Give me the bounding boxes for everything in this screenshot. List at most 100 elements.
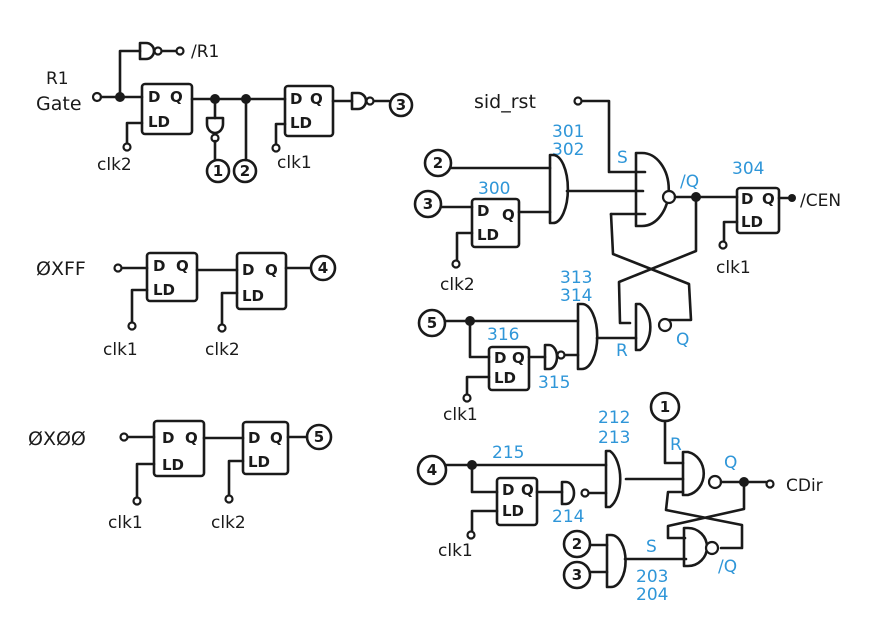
circuit-cdir-latch: 1 R 4 215 D Q LD clk1 214 212 213 Q CDir bbox=[416, 391, 823, 605]
wire bbox=[118, 49, 142, 99]
feedback-wire bbox=[664, 490, 744, 550]
and-label: 213 bbox=[598, 428, 630, 448]
clk2-pin[interactable] bbox=[224, 494, 234, 504]
inverter-gate bbox=[350, 91, 368, 111]
and-label: 314 bbox=[560, 286, 592, 306]
inverter-bubble bbox=[365, 96, 375, 106]
ff-ld-label: LD bbox=[741, 213, 763, 231]
sid-rst-label: sid_rst bbox=[474, 91, 536, 113]
ff-q-label: Q bbox=[185, 429, 198, 447]
and-label: 301 bbox=[552, 122, 584, 142]
wire-215-label: 215 bbox=[492, 443, 524, 463]
clk1-pin[interactable] bbox=[271, 143, 281, 153]
d-flipflop-300 bbox=[470, 197, 521, 249]
ff-d-label: D bbox=[248, 429, 260, 447]
ff-d-label: D bbox=[148, 88, 160, 106]
ff-d-label: D bbox=[494, 349, 506, 367]
wire bbox=[274, 122, 287, 146]
d-flipflop bbox=[140, 82, 194, 136]
d-flipflop bbox=[152, 419, 206, 478]
connector-label: 3 bbox=[572, 566, 582, 584]
and-label: 212 bbox=[598, 408, 630, 428]
and-gate-313 bbox=[576, 302, 599, 371]
wire bbox=[468, 319, 491, 359]
cdir-output-pin[interactable] bbox=[765, 479, 775, 489]
clk-label: clk2 bbox=[205, 340, 240, 360]
connector-label: 3 bbox=[423, 195, 433, 213]
connector-label: 4 bbox=[318, 259, 328, 277]
connector-label: 5 bbox=[427, 314, 437, 332]
connector-4 bbox=[416, 454, 448, 486]
ff-d-label: D bbox=[741, 190, 753, 208]
d-flipflop-316 bbox=[487, 345, 531, 392]
ff-ld-label: LD bbox=[153, 281, 175, 299]
0xff-input-pin[interactable] bbox=[113, 263, 123, 273]
inv-label: 214 bbox=[552, 507, 584, 527]
d-flipflop bbox=[145, 251, 199, 303]
connector-label: 2 bbox=[240, 162, 250, 180]
clk1-pin[interactable] bbox=[466, 530, 476, 540]
ff-ld-label: LD bbox=[494, 369, 516, 387]
connector-1 bbox=[205, 158, 231, 184]
ff-d-label: D bbox=[242, 261, 254, 279]
input-label-0xff: ØXFF bbox=[36, 258, 86, 280]
clk2-pin[interactable] bbox=[217, 323, 227, 333]
nand-bubble bbox=[661, 189, 677, 205]
clk-label: clk2 bbox=[211, 513, 246, 533]
qbar-label: /Q bbox=[680, 172, 699, 192]
connector-label: 1 bbox=[660, 398, 670, 416]
ff-ld-label: LD bbox=[477, 226, 499, 244]
ff-ld-label: LD bbox=[502, 502, 524, 520]
clk2-pin[interactable] bbox=[451, 259, 461, 269]
inv-label: 315 bbox=[538, 373, 570, 393]
inverter-gate-214 bbox=[560, 480, 576, 506]
clk-label: clk1 bbox=[716, 258, 751, 278]
connector-2 bbox=[232, 158, 258, 184]
ff-ld-label: LD bbox=[248, 453, 270, 471]
clk-label: clk1 bbox=[108, 513, 143, 533]
ff-q-label: Q bbox=[521, 481, 534, 499]
q-label: Q bbox=[724, 453, 737, 473]
nand-gate-top bbox=[681, 450, 706, 497]
connector-label: 4 bbox=[427, 461, 437, 479]
ff-ld-label: LD bbox=[242, 287, 264, 305]
set-label: S bbox=[617, 148, 628, 168]
clk1-pin[interactable] bbox=[127, 321, 137, 331]
ff-q-label: Q bbox=[512, 349, 525, 367]
r1-bar-label: /R1 bbox=[191, 42, 219, 62]
and-gate-203 bbox=[605, 533, 627, 589]
d-flipflop bbox=[283, 84, 335, 138]
circuit-0x00: ØXØØ D Q LD clk1 D Q LD clk2 5 bbox=[28, 419, 333, 533]
connector-label: 2 bbox=[433, 154, 443, 172]
connector-label: 1 bbox=[213, 162, 223, 180]
connector-label: 5 bbox=[314, 428, 324, 446]
and-gate-301 bbox=[548, 153, 570, 225]
clk1-pin[interactable] bbox=[462, 393, 472, 403]
sid-rst-input-pin[interactable] bbox=[573, 96, 583, 106]
0x00-input-pin[interactable] bbox=[119, 432, 129, 442]
ff-d-label: D bbox=[162, 429, 174, 447]
clk-label: clk1 bbox=[443, 405, 478, 425]
clk1-pin[interactable] bbox=[718, 240, 728, 250]
connector-label: 2 bbox=[572, 535, 582, 553]
connector-5 bbox=[417, 308, 447, 338]
inverter-bubble bbox=[556, 350, 566, 360]
cen-output-pin[interactable] bbox=[788, 194, 796, 202]
ff-q-label: Q bbox=[502, 206, 515, 224]
inverter-bubble bbox=[153, 46, 163, 56]
clk2-pin[interactable] bbox=[122, 142, 132, 152]
qbar-label: /Q bbox=[718, 557, 737, 577]
and-gate-212 bbox=[604, 449, 622, 509]
feedback-wire bbox=[666, 480, 746, 540]
circuit-0xff: ØXFF D Q LD clk1 D Q LD clk2 4 bbox=[36, 251, 337, 360]
d-flipflop-304 bbox=[735, 186, 781, 235]
feedback-wire bbox=[617, 195, 698, 325]
feedback-wire bbox=[609, 212, 693, 322]
r1-bar-output-pin[interactable] bbox=[175, 46, 185, 56]
wire bbox=[470, 509, 499, 533]
ff-d-label: D bbox=[290, 90, 302, 108]
wire bbox=[125, 121, 144, 145]
ff-ld-label: LD bbox=[162, 456, 184, 474]
connector-3 bbox=[388, 92, 414, 118]
clk1-pin[interactable] bbox=[132, 496, 142, 506]
